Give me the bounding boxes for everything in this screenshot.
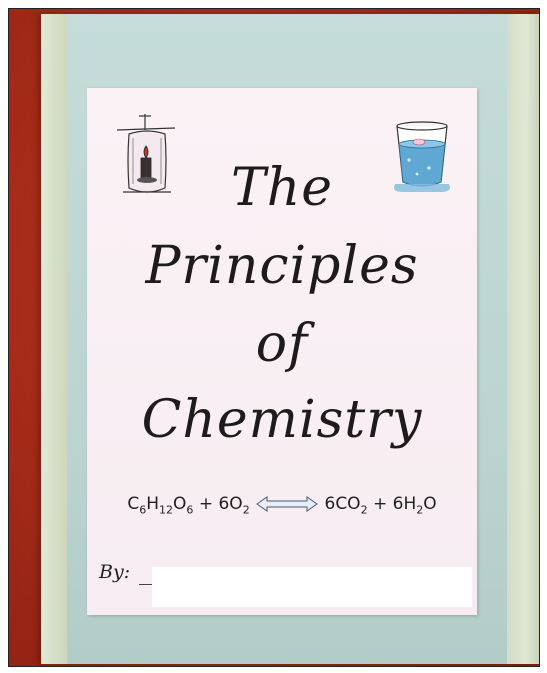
title-line-the: The (231, 158, 333, 218)
equation-product-co2: 6CO2 (324, 494, 368, 517)
equation-reactant-oxygen: 6O2 (218, 494, 250, 517)
binder-tape-right (507, 14, 539, 664)
redacted-name-box (152, 567, 472, 607)
equation-reactant-glucose: C6H12O6 (127, 494, 194, 517)
by-label: By: (99, 561, 131, 583)
title-line-of: of (255, 314, 309, 374)
equation-product-water: 6H2O (392, 494, 437, 517)
binder-tape-left (41, 14, 67, 664)
equation-plus: + (372, 494, 388, 514)
title-page: The Principles of Chemistry C6H12O6 + 6O… (87, 88, 477, 615)
chemical-equation: C6H12O6 + 6O2 6CO2 + 6H2O (87, 494, 477, 516)
title-line-chemistry: Chemistry (141, 390, 423, 450)
equation-plus: + (198, 494, 214, 514)
double-arrow-icon (256, 496, 318, 512)
bell-jar-candle-icon (116, 114, 176, 193)
photo-frame: The Principles of Chemistry C6H12O6 + 6O… (8, 8, 540, 667)
glass-of-water-icon (394, 121, 450, 192)
title-line-principles: Principles (145, 236, 419, 296)
